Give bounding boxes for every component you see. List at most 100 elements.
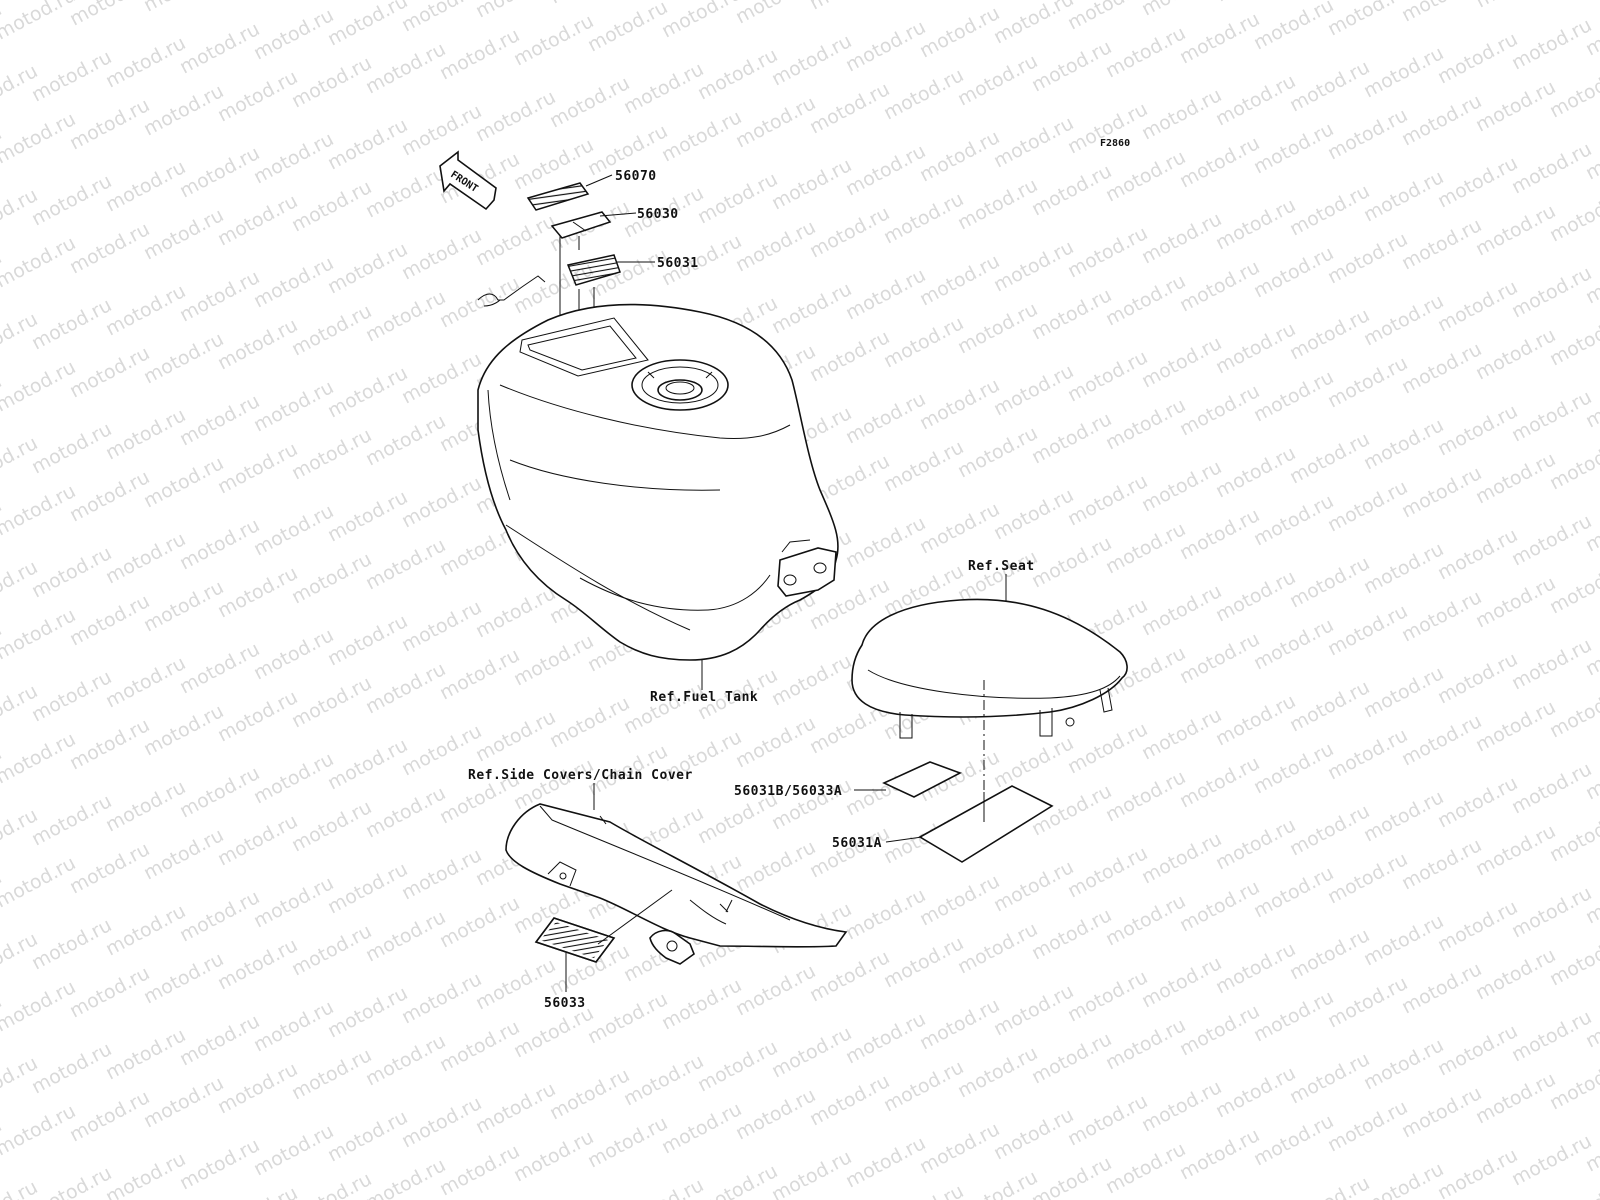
watermark-text: motod.ru [250, 252, 337, 312]
watermark-text: motod.ru [176, 1010, 263, 1070]
watermark-text: motod.ru [1102, 518, 1189, 578]
watermark-text: motod.ru [694, 1036, 781, 1096]
watermark-text: motod.ru [1360, 42, 1447, 102]
watermark-text: motod.ru [140, 576, 227, 636]
watermark-text: motod.ru [362, 658, 449, 718]
watermark-text: motod.ru [1286, 552, 1373, 612]
watermark-text: motod.ru [66, 962, 153, 1022]
watermark-text: motod.ru [1138, 828, 1225, 888]
watermark-text: motod.ru [66, 0, 153, 30]
watermark-text: motod.ru [768, 1022, 855, 1082]
decal-56031a: 56031A [832, 785, 1054, 863]
watermark-text: motod.ru [1286, 800, 1373, 860]
watermark-text: motod.ru [1508, 386, 1595, 446]
watermark-text: motod.ru [324, 238, 411, 298]
watermark-text: motod.ru [102, 156, 189, 216]
watermark-text: motod.ru [510, 1126, 597, 1186]
watermark-text: motod.ru [1176, 132, 1263, 192]
watermark-text: motod.ru [1102, 270, 1189, 330]
watermark-text: motod.ru [1176, 8, 1263, 68]
watermark-text: motod.ru [472, 706, 559, 766]
watermark-text: motod.ru [140, 0, 227, 16]
watermark-text: motod.ru [66, 342, 153, 402]
watermark-text: motod.ru [398, 348, 485, 408]
watermark-text: motod.ru [880, 312, 967, 372]
watermark-text: motod.ru [1360, 910, 1447, 970]
watermark-text: motod.ru [140, 700, 227, 760]
watermark-text: motod.ru [1508, 262, 1595, 322]
watermark-text: motod.ru [1508, 1130, 1595, 1190]
watermark-text: motod.ru [1028, 284, 1115, 344]
watermark-text: motod.ru [1212, 1062, 1299, 1122]
watermark-text: motod.ru [1434, 152, 1521, 212]
watermark-text: motod.ru [324, 486, 411, 546]
watermark-text: motod.ru [1360, 414, 1447, 474]
watermark-text: motod.ru [1472, 1068, 1559, 1128]
watermark-text: motod.ru [880, 188, 967, 248]
watermark-text: motod.ru [214, 66, 301, 126]
watermark-text: motod.ru [1028, 408, 1115, 468]
watermark-text: motod.ru [1472, 820, 1559, 880]
watermark-text: motod.ru [1286, 180, 1373, 240]
watermark-text: motod.ru [768, 650, 855, 710]
watermark-text: motod.ru [842, 388, 929, 448]
watermark-text: motod.ru [1064, 470, 1151, 530]
label-56031: 56031 [657, 256, 699, 271]
watermark-text: motod.ru [1508, 138, 1595, 198]
watermark-text: motod.ru [324, 734, 411, 794]
watermark-text: motod.ru [842, 512, 929, 572]
watermark-text: motod.ru [694, 44, 781, 104]
watermark-text: motod.ru [1324, 1096, 1411, 1156]
watermark-text: motod.ru [102, 280, 189, 340]
watermark-text: motod.ru [362, 1154, 449, 1200]
watermark-text: motod.ru [1102, 766, 1189, 826]
watermark-text: motod.ru [916, 250, 1003, 310]
watermark-text: motod.ru [28, 170, 115, 230]
watermark-text: motod.ru [250, 500, 337, 560]
tank-rear-bracket [777, 539, 837, 597]
watermark-text: motod.ru [990, 856, 1077, 916]
label-56031a: 56031A [832, 836, 882, 851]
watermark-text: motod.ru [1434, 276, 1521, 336]
watermark-text: motod.ru [1028, 160, 1115, 220]
watermark-text: motod.ru [1360, 290, 1447, 350]
watermark-text: motod.ru [916, 498, 1003, 558]
watermark-text: motod.ru [990, 112, 1077, 172]
watermark-text: motod.ru [140, 948, 227, 1008]
watermark-text: motod.ru [954, 50, 1041, 110]
watermark-text: motod.ru [768, 278, 855, 338]
watermark-text: motod.ru [1028, 904, 1115, 964]
watermark-text: motod.ru [510, 630, 597, 690]
watermark-text: motod.ru [214, 1182, 301, 1200]
watermark-text: motod.ru [214, 314, 301, 374]
watermark-text: motod.ru [842, 264, 929, 324]
watermark-text: motod.ru [1138, 456, 1225, 516]
watermark-text: motod.ru [768, 154, 855, 214]
watermark-text: motod.ru [362, 38, 449, 98]
watermark-text: motod.ru [176, 886, 263, 946]
watermark-text: motod.ru [398, 224, 485, 284]
watermark-text: motod.ru [694, 168, 781, 228]
watermark-text: motod.ru [398, 596, 485, 656]
watermark-text: motod.ru [658, 1098, 745, 1158]
watermark-text: motod.ru [842, 1132, 929, 1192]
watermark-text: motod.ru [1250, 1110, 1337, 1170]
watermark-text: motod.ru [1102, 1014, 1189, 1074]
watermark-text: motod.ru [584, 988, 671, 1048]
watermark-text: motod.ru [954, 1042, 1041, 1102]
watermark-text: motod.ru [1250, 118, 1337, 178]
watermark-text: motod.ru [66, 714, 153, 774]
watermark-text: motod.ru [1286, 56, 1373, 116]
watermark-text: motod.ru [990, 732, 1077, 792]
watermark-text: motod.ru [102, 32, 189, 92]
watermark-text: motod.ru [398, 472, 485, 532]
watermark-text: motod.ru [436, 1016, 523, 1076]
watermark-text: motod.ru [1398, 834, 1485, 894]
watermark-text: motod.ru [176, 266, 263, 326]
watermark-text: motod.ru [362, 782, 449, 842]
label-56030: 56030 [637, 207, 679, 222]
watermark-text: motod.ru [436, 1140, 523, 1200]
watermark-text: motod.ru [732, 960, 819, 1020]
watermark-text: motod.ru [1064, 222, 1151, 282]
